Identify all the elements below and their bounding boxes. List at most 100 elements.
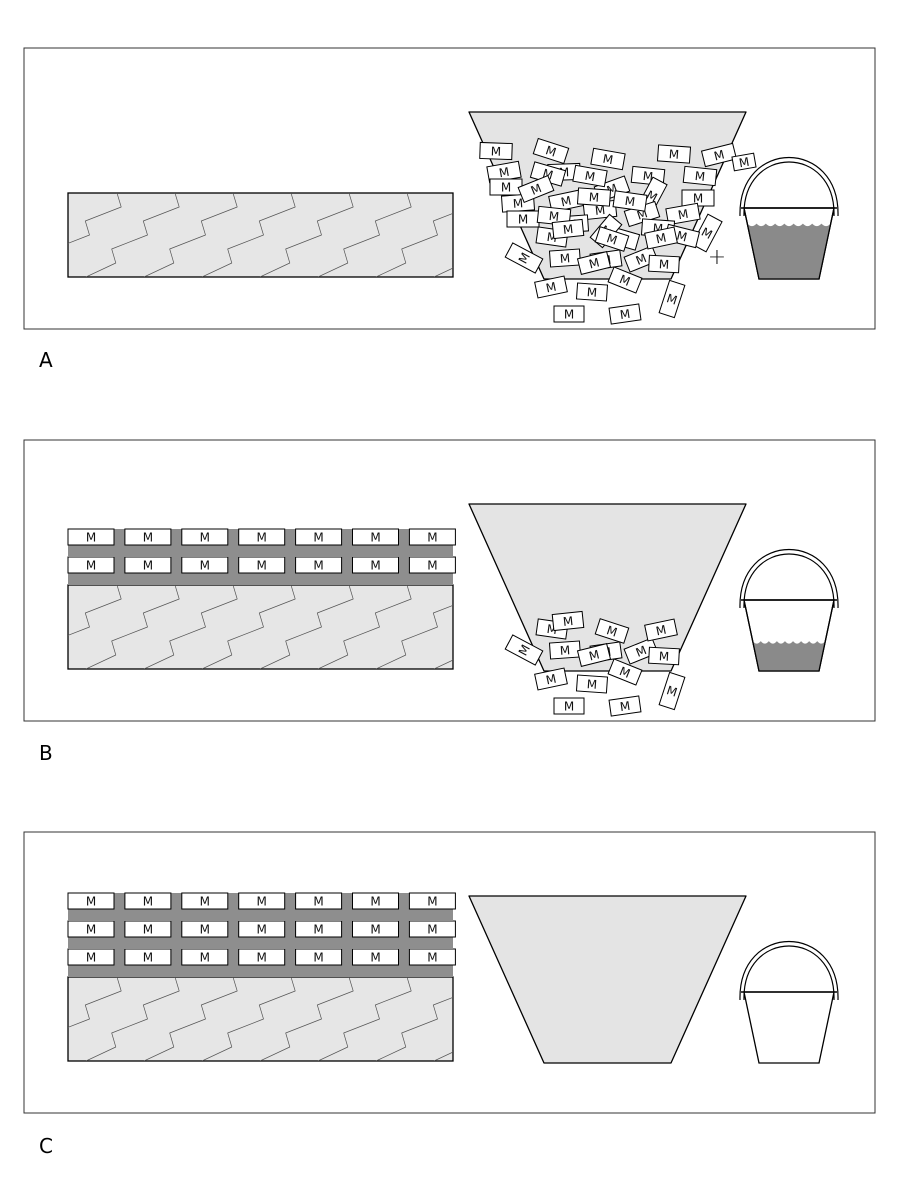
brick: M <box>551 610 585 632</box>
brick-letter: M <box>584 169 597 185</box>
brick-letter: M <box>668 147 679 162</box>
brick-letter: M <box>587 255 600 271</box>
brick: M <box>665 202 701 226</box>
brick: M <box>534 667 568 691</box>
brick: M <box>607 266 643 294</box>
wood-grain <box>68 193 453 277</box>
brick-letter: M <box>200 531 210 545</box>
brick-letter: M <box>143 895 153 909</box>
brick-letter: M <box>665 291 679 308</box>
mortar-bucket <box>739 941 839 1064</box>
brick: M <box>553 305 585 323</box>
brick: M <box>612 190 648 212</box>
panel-label: C <box>39 1134 53 1158</box>
brick: M <box>67 920 115 938</box>
brick-letter: M <box>427 559 437 573</box>
brick: M <box>238 920 286 938</box>
brick: M <box>553 697 585 715</box>
bucket-handle <box>739 157 839 217</box>
brick-letter: M <box>642 169 654 184</box>
brick: M <box>352 556 399 574</box>
brick: M <box>295 920 343 938</box>
brick: M <box>295 948 343 966</box>
panel-frame <box>23 831 876 1114</box>
brick: M <box>506 210 540 228</box>
wood-grain <box>68 585 453 669</box>
brick-letter: M <box>677 207 690 223</box>
brick-letter: M <box>559 643 570 658</box>
brick: M <box>408 892 456 910</box>
brick: M <box>575 282 609 302</box>
brick-letter: M <box>586 285 597 300</box>
brick-letter: M <box>634 251 649 268</box>
brick: M <box>534 275 568 299</box>
brick-letter: M <box>143 951 153 965</box>
brick-letter: M <box>491 144 502 158</box>
brick: M <box>408 948 456 966</box>
brick: M <box>517 174 555 204</box>
brick-letter: M <box>658 649 669 664</box>
brick: M <box>551 218 585 240</box>
brick-letter: M <box>675 228 688 244</box>
brick: M <box>124 528 172 546</box>
brick: M <box>681 189 715 207</box>
brick-letter: M <box>501 181 511 195</box>
brick: M <box>67 528 115 546</box>
mortar-bucket <box>739 157 839 280</box>
brick-letter: M <box>652 221 663 236</box>
brick-letter: M <box>427 923 437 937</box>
brick-letter: M <box>518 213 528 227</box>
brick: M <box>644 226 678 250</box>
brick: M <box>648 646 680 666</box>
panel-frame <box>23 47 876 330</box>
brick-letter: M <box>86 923 96 937</box>
brick: M <box>682 165 718 187</box>
brick: M <box>181 556 229 574</box>
brick: M <box>124 892 172 910</box>
brick-letter: M <box>587 647 600 663</box>
brick: M <box>238 948 286 966</box>
brick: M <box>607 658 643 686</box>
brick-letter: M <box>86 559 96 573</box>
brick-letter: M <box>512 196 523 211</box>
brick-letter: M <box>427 895 437 909</box>
brick: M <box>576 251 612 275</box>
brick: M <box>504 634 544 666</box>
brick: M <box>479 141 513 161</box>
brick: M <box>295 528 343 546</box>
brick-letter: M <box>143 559 153 573</box>
brick: M <box>623 637 659 665</box>
brick: M <box>67 948 115 966</box>
brick-letter: M <box>370 923 380 937</box>
mortar-bucket <box>739 549 839 672</box>
brick: M <box>67 892 115 910</box>
mortar-water <box>752 641 826 671</box>
brick-letter: M <box>86 895 96 909</box>
brick: M <box>608 695 642 717</box>
brick-letter: M <box>562 614 574 629</box>
brick: M <box>504 242 544 274</box>
brick-letter: M <box>693 192 703 206</box>
plus-sign: + <box>708 245 726 270</box>
brick-letter: M <box>594 203 606 218</box>
brick: M <box>731 152 757 172</box>
brick-letter: M <box>738 155 751 171</box>
brick-letter: M <box>143 923 153 937</box>
brick: M <box>181 892 229 910</box>
brick: M <box>548 248 582 268</box>
brick: M <box>352 892 399 910</box>
brick: M <box>648 254 680 274</box>
brick: M <box>658 671 686 711</box>
brick-letter: M <box>586 677 597 692</box>
mortar-layer <box>68 909 453 921</box>
brick-letter: M <box>617 664 632 681</box>
brick-letter: M <box>370 559 380 573</box>
brick-letter: M <box>370 531 380 545</box>
brick: M <box>352 948 399 966</box>
